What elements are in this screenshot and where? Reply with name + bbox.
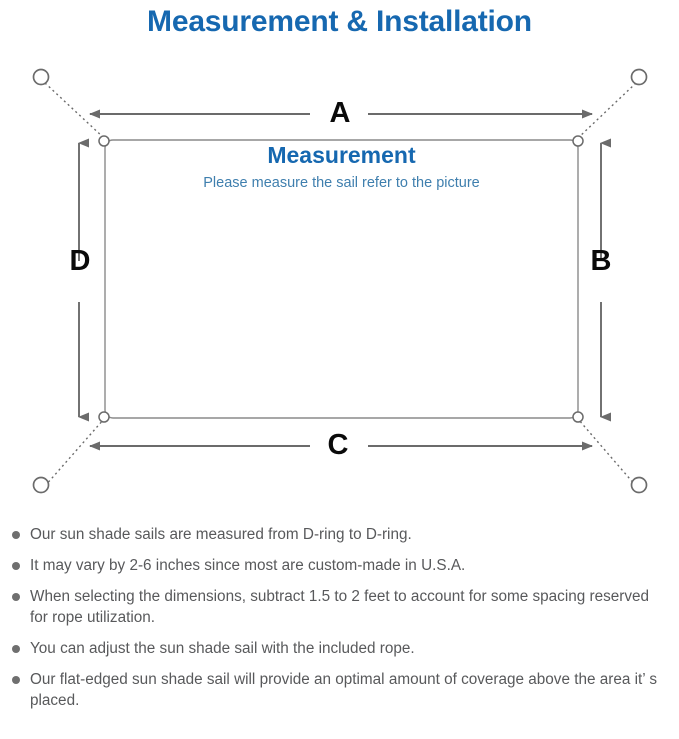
list-item: You can adjust the sun shade sail with t… [0,638,679,659]
list-item-text: You can adjust the sun shade sail with t… [30,640,415,657]
list-item: It may vary by 2-6 inches since most are… [0,555,679,576]
rope-line-bottom-left [44,418,105,487]
list-item-text: When selecting the dimensions, subtract … [30,588,650,626]
bullet-dot-icon [12,593,20,601]
page-title: Measurement & Installation [147,5,532,38]
d-ring-top-right [572,135,584,147]
dimension-label-b: B [590,245,612,277]
list-item-text: It may vary by 2-6 inches since most are… [30,557,466,574]
dimension-label-c: C [327,429,349,461]
rope-line-bottom-right [577,418,637,487]
anchor-ring-bottom-right [630,476,648,494]
anchor-ring-top-left [32,68,50,86]
anchor-ring-top-right [630,68,648,86]
list-item: Our sun shade sails are measured from D-… [0,524,679,545]
list-item: Our flat-edged sun shade sail will provi… [0,669,679,711]
notes-list: Our sun shade sails are measured from D-… [0,524,679,721]
anchor-ring-bottom-left [32,476,50,494]
rope-line-top-right [577,82,637,139]
bullet-dot-icon [12,676,20,684]
measurement-diagram: A B C D [0,46,679,516]
bullet-dot-icon [12,562,20,570]
d-ring-top-left [98,135,110,147]
d-ring-bottom-right [572,411,584,423]
list-item: When selecting the dimensions, subtract … [0,586,679,628]
d-ring-bottom-left [98,411,110,423]
dimension-label-a: A [329,97,351,129]
list-item-text: Our flat-edged sun shade sail will provi… [30,671,657,709]
rope-lines [44,82,637,487]
anchor-rings [32,68,648,494]
bullet-dot-icon [12,531,20,539]
list-item-text: Our sun shade sails are measured from D-… [30,526,412,543]
rope-line-top-left [44,82,105,139]
sail-rectangle [104,139,579,419]
diagram-svg [32,68,648,494]
d-rings [98,135,584,423]
bullet-dot-icon [12,645,20,653]
dimension-label-d: D [69,245,91,277]
